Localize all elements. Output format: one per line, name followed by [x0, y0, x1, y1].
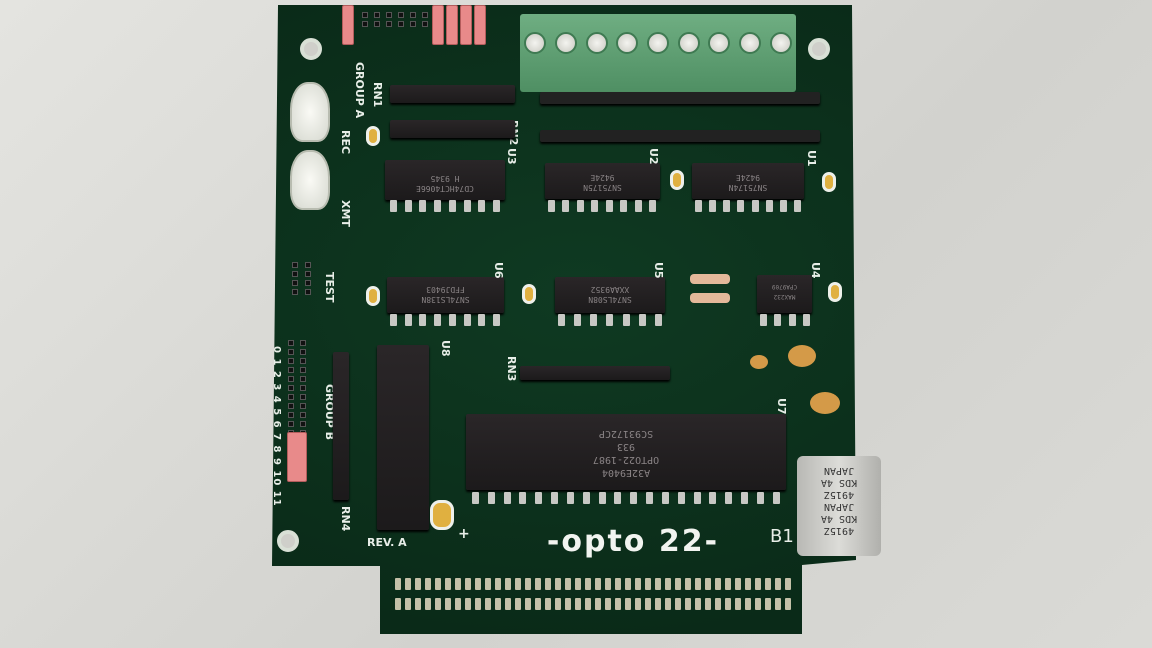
tantalum-capacitor — [430, 500, 454, 530]
diode-array — [540, 92, 820, 104]
ceramic-capacitor — [750, 355, 768, 369]
label-rn1: RN1 — [371, 82, 384, 108]
ceramic-capacitor — [788, 345, 816, 367]
mounting-hole — [277, 530, 299, 552]
label-u2: U2 — [647, 148, 660, 165]
label-u1: U1 — [805, 150, 818, 167]
opto22-logo: -opto 22- — [546, 524, 720, 559]
diode-array — [540, 130, 820, 142]
chip-u7-processor: SC93172CP 933 OPTO22-1987 A32E9404 — [466, 414, 786, 490]
label-rn3: RN3 — [505, 356, 518, 382]
chip-u8 — [377, 345, 429, 530]
label-u5: U5 — [652, 262, 665, 279]
tantalum-capacitor — [366, 126, 380, 146]
led-xmt — [290, 150, 330, 210]
resistor-network-rn2 — [390, 120, 515, 138]
label-rec: REC — [339, 130, 352, 155]
resistor — [690, 274, 730, 284]
edge-connector-row — [395, 598, 791, 610]
label-u7: U7 — [775, 398, 788, 415]
tantalum-capacitor — [822, 172, 836, 192]
label-group-a: GROUP A — [353, 62, 366, 119]
label-u3: U3 — [505, 148, 518, 165]
tantalum-capacitor — [522, 284, 536, 304]
screw-terminal-block — [520, 14, 796, 92]
revision-label: REV. A — [367, 536, 407, 549]
label-test: TEST — [323, 272, 336, 303]
label-u4: U4 — [809, 262, 822, 279]
label-u8: U8 — [439, 340, 452, 357]
jumper — [342, 5, 354, 45]
tantalum-capacitor — [828, 282, 842, 302]
label-group-b-numbers: 0 1 2 3 4 5 6 7 8 9 10 11 — [271, 346, 282, 507]
edge-connector-row — [395, 578, 791, 590]
jumper — [287, 432, 307, 482]
pin-header-group-a — [362, 12, 431, 27]
pin-header-test — [292, 262, 315, 295]
tantalum-capacitor — [366, 286, 380, 306]
pin-header-group-b — [288, 340, 309, 445]
jumper — [432, 5, 444, 45]
label-xmt: XMT — [339, 200, 352, 227]
ceramic-capacitor — [810, 392, 840, 414]
mounting-hole — [808, 38, 830, 60]
resistor-network-rn3 — [520, 366, 670, 380]
label-plus: + — [458, 526, 470, 542]
resistor — [690, 293, 730, 303]
chip-pins — [558, 314, 662, 326]
jumper — [460, 5, 472, 45]
chip-pins — [548, 200, 656, 212]
resistor-network-rn1 — [390, 85, 515, 103]
chip-pins — [760, 314, 810, 326]
mounting-hole — [300, 38, 322, 60]
jumper — [446, 5, 458, 45]
label-u6: U6 — [492, 262, 505, 279]
chip-pins — [472, 492, 780, 504]
board-id-label: B1 — [770, 526, 794, 547]
tantalum-capacitor — [670, 170, 684, 190]
label-rn4: RN4 — [339, 506, 352, 532]
jumper — [474, 5, 486, 45]
chip-pins — [390, 314, 500, 326]
led-rec — [290, 82, 330, 142]
chip-pins — [390, 200, 500, 212]
resistor-network-rn4 — [333, 352, 349, 500]
chip-pins — [695, 200, 801, 212]
